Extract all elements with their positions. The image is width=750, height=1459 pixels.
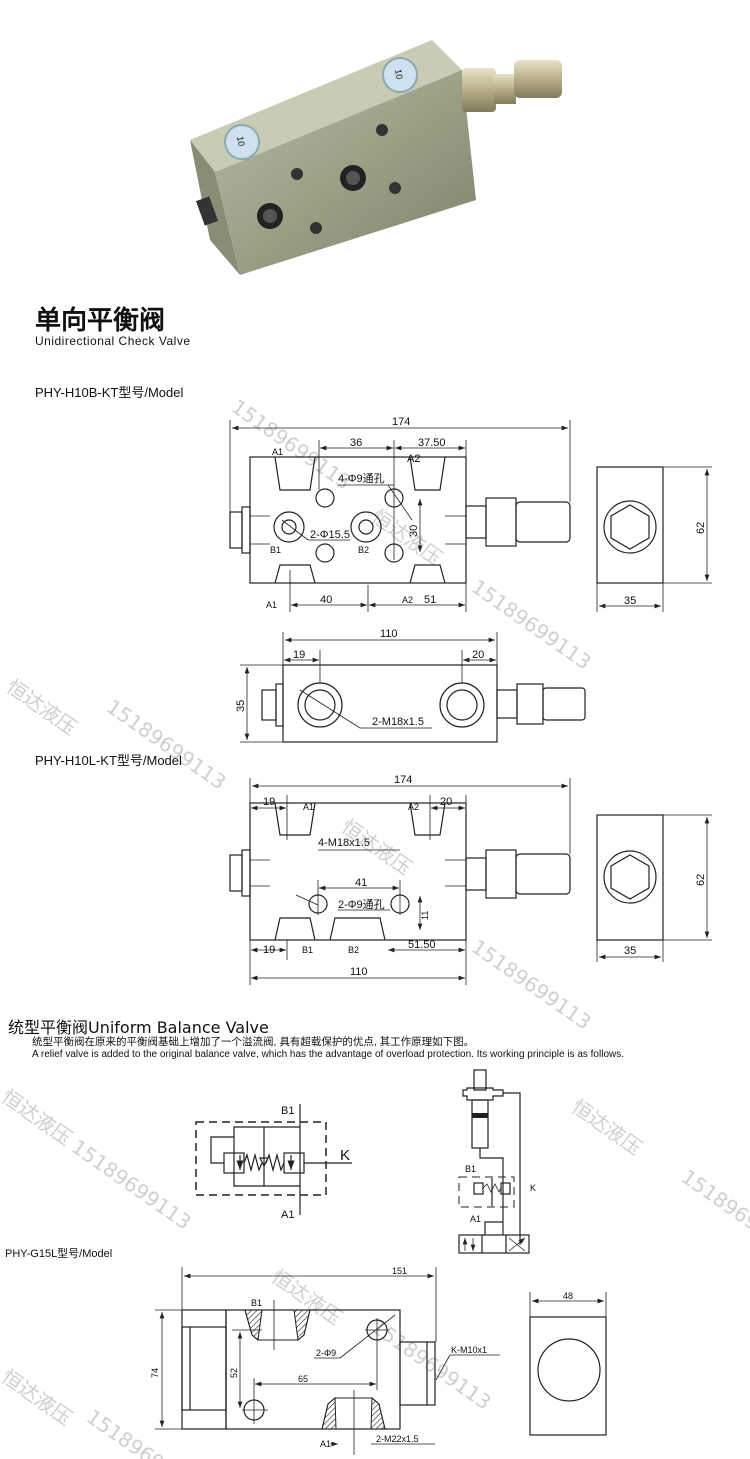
dim-19: 19 [293, 649, 305, 661]
dim-62: 62 [695, 522, 707, 534]
dim-110: 110 [350, 966, 368, 978]
big-holes-label: 2-Φ15.5 [310, 529, 350, 541]
section-heading-uniform: 统型平衡阀Uniform Balance Valve [8, 1018, 269, 1037]
dim-65: 65 [298, 1374, 308, 1384]
port-a1: A1 [320, 1439, 331, 1449]
k-port-label: K-M10x1 [451, 1345, 487, 1355]
holes-label: 2-Φ9通孔 [338, 898, 385, 911]
page-subtitle: Unidirectional Check Valve [35, 334, 191, 348]
watermark-company: 恒达液压 [2, 674, 81, 740]
page-title: 单向平衡阀 [35, 306, 166, 336]
dim-48: 48 [563, 1291, 573, 1301]
h10l-front-view: 174 19 A1 A2 20 4-M18x1.5 41 2-Φ9通孔 11 1… [229, 774, 571, 985]
dim-36: 36 [350, 437, 362, 449]
port-k: K [340, 1147, 350, 1164]
watermark-company: 恒达液压 [0, 1364, 76, 1430]
watermark-phone: 15189699113 [677, 1164, 750, 1264]
dim-74: 74 [150, 1368, 160, 1378]
port-a1: A1 [303, 802, 314, 812]
port-b1: B1 [302, 945, 313, 955]
dim-52: 52 [229, 1368, 239, 1378]
port-b2: B2 [358, 545, 369, 555]
thread-label: 2-M22x1.5 [376, 1434, 419, 1444]
dim-19-bottom: 19 [263, 944, 275, 956]
dim-174: 174 [394, 774, 412, 786]
watermark-phone: 15189699113 [82, 1404, 210, 1459]
dim-overall: 174 [392, 416, 410, 428]
holes-label: 4-Φ9通孔 [338, 472, 385, 485]
g15l-side-view: 48 [529, 1291, 607, 1436]
dim-35: 35 [624, 595, 636, 607]
dim-30: 30 [408, 525, 420, 537]
port-a1-bottom: A1 [266, 600, 277, 610]
hydraulic-circuit: B1 A1 K [458, 1069, 536, 1254]
dim-51-50: 51.50 [408, 939, 436, 951]
hydraulic-schematic: B1 A1 K [195, 1104, 352, 1221]
dim-11: 11 [420, 911, 430, 920]
photo-port-label: 10 [393, 68, 405, 80]
dim-51: 51 [424, 594, 436, 606]
port-k: K [530, 1183, 536, 1193]
watermark-phone: 15189699113 [227, 394, 355, 494]
photo-port-label: 10 [235, 135, 247, 147]
watermark-phone: 15189699113 [102, 694, 230, 794]
dim-41: 41 [355, 877, 367, 889]
watermark-company: 恒达液压 [0, 1084, 76, 1150]
port-a1-top: A1 [272, 447, 283, 457]
holes-label: 2-Φ9 [316, 1348, 336, 1358]
dim-35: 35 [624, 945, 636, 957]
watermarks: 15189699113 恒达液压 15189699113 恒达液压 151896… [0, 394, 750, 1459]
dim-35: 35 [235, 700, 247, 712]
watermark-phone: 15189699113 [467, 934, 595, 1034]
port-b2: B2 [348, 945, 359, 955]
product-photo: 10 10 [190, 40, 562, 275]
port-b1: B1 [270, 545, 281, 555]
h10b-top-view: 110 19 20 35 2-M18x1.5 [235, 628, 586, 743]
dim-62: 62 [695, 874, 707, 886]
dim-19-top: 19 [263, 796, 275, 808]
watermark-phone: 15189699113 [467, 574, 595, 674]
g15l-front-view: 151 B1 2-Φ9 K-M10x1 74 52 65 A1 2-M22x1.… [150, 1266, 500, 1455]
description-cn: 统型平衡阀在原来的平衡阀基础上增加了一个溢流阀, 具有超载保护的优点, 其工作原… [32, 1036, 475, 1048]
dim-20: 20 [440, 796, 452, 808]
h10l-side-view: 62 35 [596, 814, 712, 962]
h10b-front-view: 174 36 37.50 A1 A2 4-Φ9通孔 2-Φ15.5 30 B1 … [229, 416, 571, 612]
dim-37-50: 37.50 [418, 437, 446, 449]
port-b1: B1 [281, 1105, 294, 1117]
watermark-company: 恒达液压 [567, 1094, 646, 1160]
port-a2-bottom: A2 [402, 595, 413, 605]
h10b-side-view: 62 35 [596, 466, 712, 612]
dim-151: 151 [392, 1266, 407, 1276]
model-label-h10l: PHY-H10L-KT型号/Model [35, 753, 182, 768]
model-label-h10b: PHY-H10B-KT型号/Model [35, 385, 184, 400]
port-b1: B1 [465, 1164, 476, 1174]
dim-110: 110 [380, 628, 398, 640]
dim-40: 40 [320, 594, 332, 606]
port-a1: A1 [470, 1214, 481, 1224]
thread-label: 2-M18x1.5 [372, 716, 424, 728]
watermark-company: 恒达液压 [367, 504, 446, 570]
port-a1: A1 [281, 1209, 294, 1221]
port-a2-top: A2 [407, 453, 420, 465]
port-b1: B1 [251, 1298, 262, 1308]
port-a2: A2 [408, 802, 419, 812]
model-label-g15l: PHY-G15L型号/Model [5, 1248, 113, 1260]
description-en: A relief valve is added to the original … [32, 1049, 625, 1060]
dim-20: 20 [472, 649, 484, 661]
watermark-phone: 15189699113 [67, 1134, 195, 1234]
thread-label: 4-M18x1.5 [318, 837, 370, 849]
